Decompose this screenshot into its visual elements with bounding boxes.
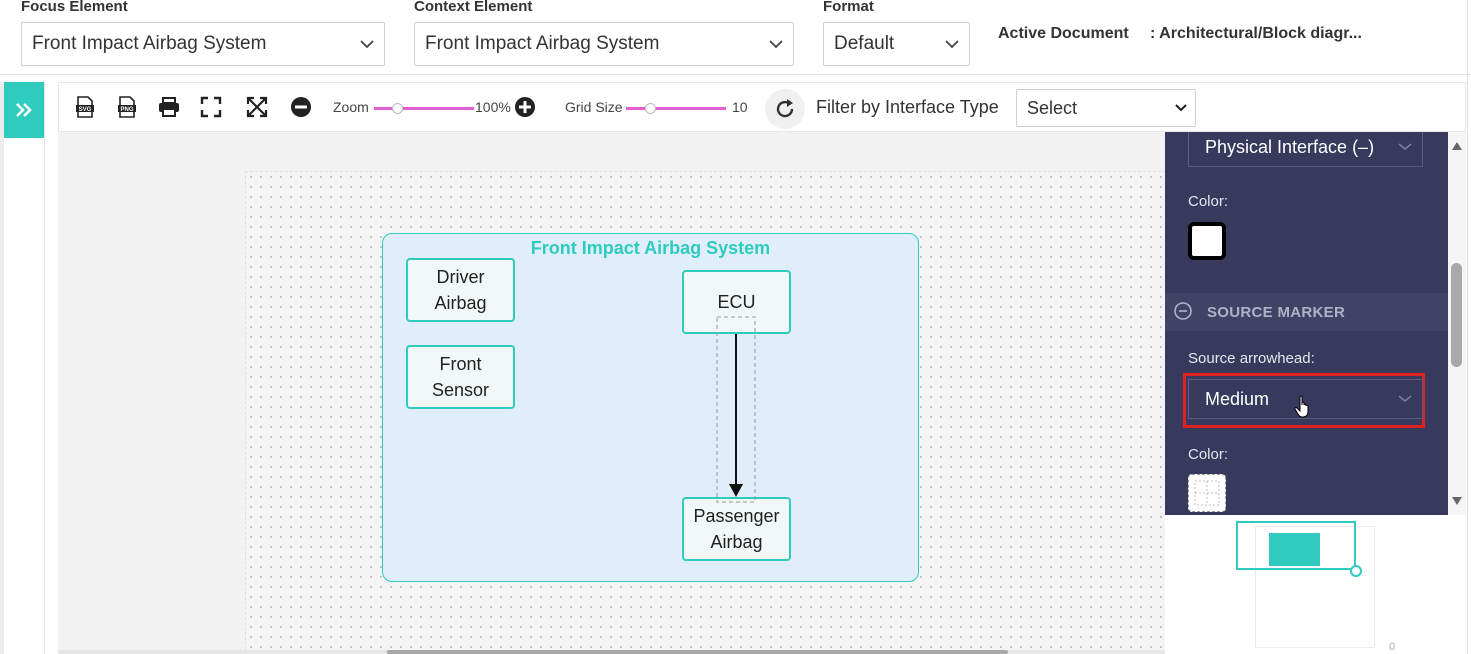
block-label: Airbag (710, 532, 763, 552)
grid-size-label: Grid Size (565, 99, 623, 115)
filter-interface-value: Select (1027, 98, 1078, 118)
focus-element-value: Front Impact Airbag System (32, 33, 267, 54)
chevron-down-icon (1398, 143, 1412, 151)
context-element-label: Context Element (414, 0, 533, 15)
connector-selection-box (716, 316, 756, 503)
highlight-frame (1183, 373, 1425, 428)
minimap-viewport[interactable] (1236, 521, 1356, 570)
grid-size-slider-knob[interactable] (645, 103, 656, 114)
zoom-label: Zoom (333, 99, 369, 115)
format-select[interactable]: Default (823, 22, 970, 66)
left-strip (0, 82, 4, 654)
block-label: Airbag (434, 293, 487, 313)
double-chevron-right-icon (16, 103, 32, 117)
chevron-down-icon (769, 40, 783, 49)
empty-color-icon (1194, 480, 1220, 506)
active-document-label: Active Document (998, 25, 1129, 42)
hand-cursor-icon (1294, 395, 1309, 418)
interface-type-value: Physical Interface (–) (1205, 137, 1375, 157)
zoom-value: 100% (475, 99, 511, 115)
zoom-in-icon[interactable] (514, 96, 536, 118)
minimap-diagram-preview (1269, 533, 1320, 566)
chevron-down-icon (1398, 395, 1412, 403)
filter-interface-select[interactable]: Select (1016, 89, 1196, 127)
source-marker-section[interactable]: SOURCE MARKER (1165, 293, 1448, 331)
zoom-out-icon[interactable] (290, 96, 312, 118)
frame-divider (44, 82, 45, 654)
context-element-value: Front Impact Airbag System (425, 33, 660, 54)
print-icon[interactable] (158, 96, 180, 118)
refresh-button[interactable] (765, 89, 805, 129)
block-label: Front (439, 354, 482, 374)
chevron-down-icon (1175, 104, 1187, 112)
properties-scrollbar-thumb[interactable] (1451, 263, 1462, 367)
block-ecu[interactable]: ECU (682, 270, 791, 334)
section-title: SOURCE MARKER (1207, 304, 1346, 321)
scroll-up-icon[interactable] (1452, 142, 1462, 150)
focus-element-label: Focus Element (21, 0, 128, 15)
svg-text:SVG: SVG (79, 107, 92, 113)
fit-screen-icon[interactable] (200, 96, 222, 118)
source-color-swatch[interactable] (1188, 474, 1226, 512)
format-label: Format (823, 0, 874, 15)
filter-interface-label: Filter by Interface Type (816, 97, 999, 117)
scroll-down-icon[interactable] (1452, 497, 1462, 505)
grid-size-value: 10 (732, 99, 748, 115)
connector-layer (716, 316, 756, 503)
chevron-down-icon (945, 40, 959, 49)
refresh-icon (776, 99, 794, 118)
right-border (1467, 0, 1468, 654)
source-arrowhead-label: Source arrowhead: (1188, 350, 1315, 367)
format-value: Default (834, 33, 895, 54)
color-label: Color: (1188, 193, 1229, 210)
expand-icon[interactable] (246, 96, 268, 118)
svg-text:PNG: PNG (120, 107, 133, 113)
horizontal-scrollbar-thumb[interactable] (387, 650, 1008, 654)
block-label: Driver (436, 267, 485, 287)
context-element-select[interactable]: Front Impact Airbag System (414, 22, 794, 66)
properties-panel: Physical Interface (–) Color: SOURCE MAR… (1165, 132, 1448, 515)
chevron-down-icon (360, 40, 374, 49)
line-color-swatch[interactable] (1188, 222, 1226, 260)
interface-type-select[interactable]: Physical Interface (–) (1188, 132, 1423, 167)
source-arrowhead-value: Medium (1205, 389, 1270, 409)
block-label: Sensor (431, 380, 490, 400)
block-label: ECU (717, 292, 756, 312)
minimap-zero-label: 0 (1389, 641, 1396, 653)
focus-element-select[interactable]: Front Impact Airbag System (21, 22, 385, 66)
sidebar-expand-button[interactable] (4, 82, 44, 138)
zoom-slider[interactable] (374, 107, 474, 110)
color-label: Color: (1188, 446, 1229, 463)
svg-export-icon[interactable]: SVG (74, 96, 96, 118)
top-bar: Focus Element Front Impact Airbag System… (0, 0, 1471, 75)
zoom-slider-knob[interactable] (392, 103, 403, 114)
collapse-minus-icon (1174, 302, 1192, 320)
system-title: Front Impact Airbag System (530, 238, 771, 258)
png-export-icon[interactable]: PNG (116, 96, 138, 118)
arrowhead-icon (729, 484, 743, 497)
grid-size-slider[interactable] (626, 107, 726, 110)
minimap-resize-handle[interactable] (1350, 565, 1362, 577)
diagram-toolbar: SVG PNG Zoom 100% Grid Size 10 (58, 82, 1466, 132)
block-label: Passenger (693, 506, 780, 526)
active-document-value: : Architectural/Block diagr... (1150, 25, 1362, 42)
